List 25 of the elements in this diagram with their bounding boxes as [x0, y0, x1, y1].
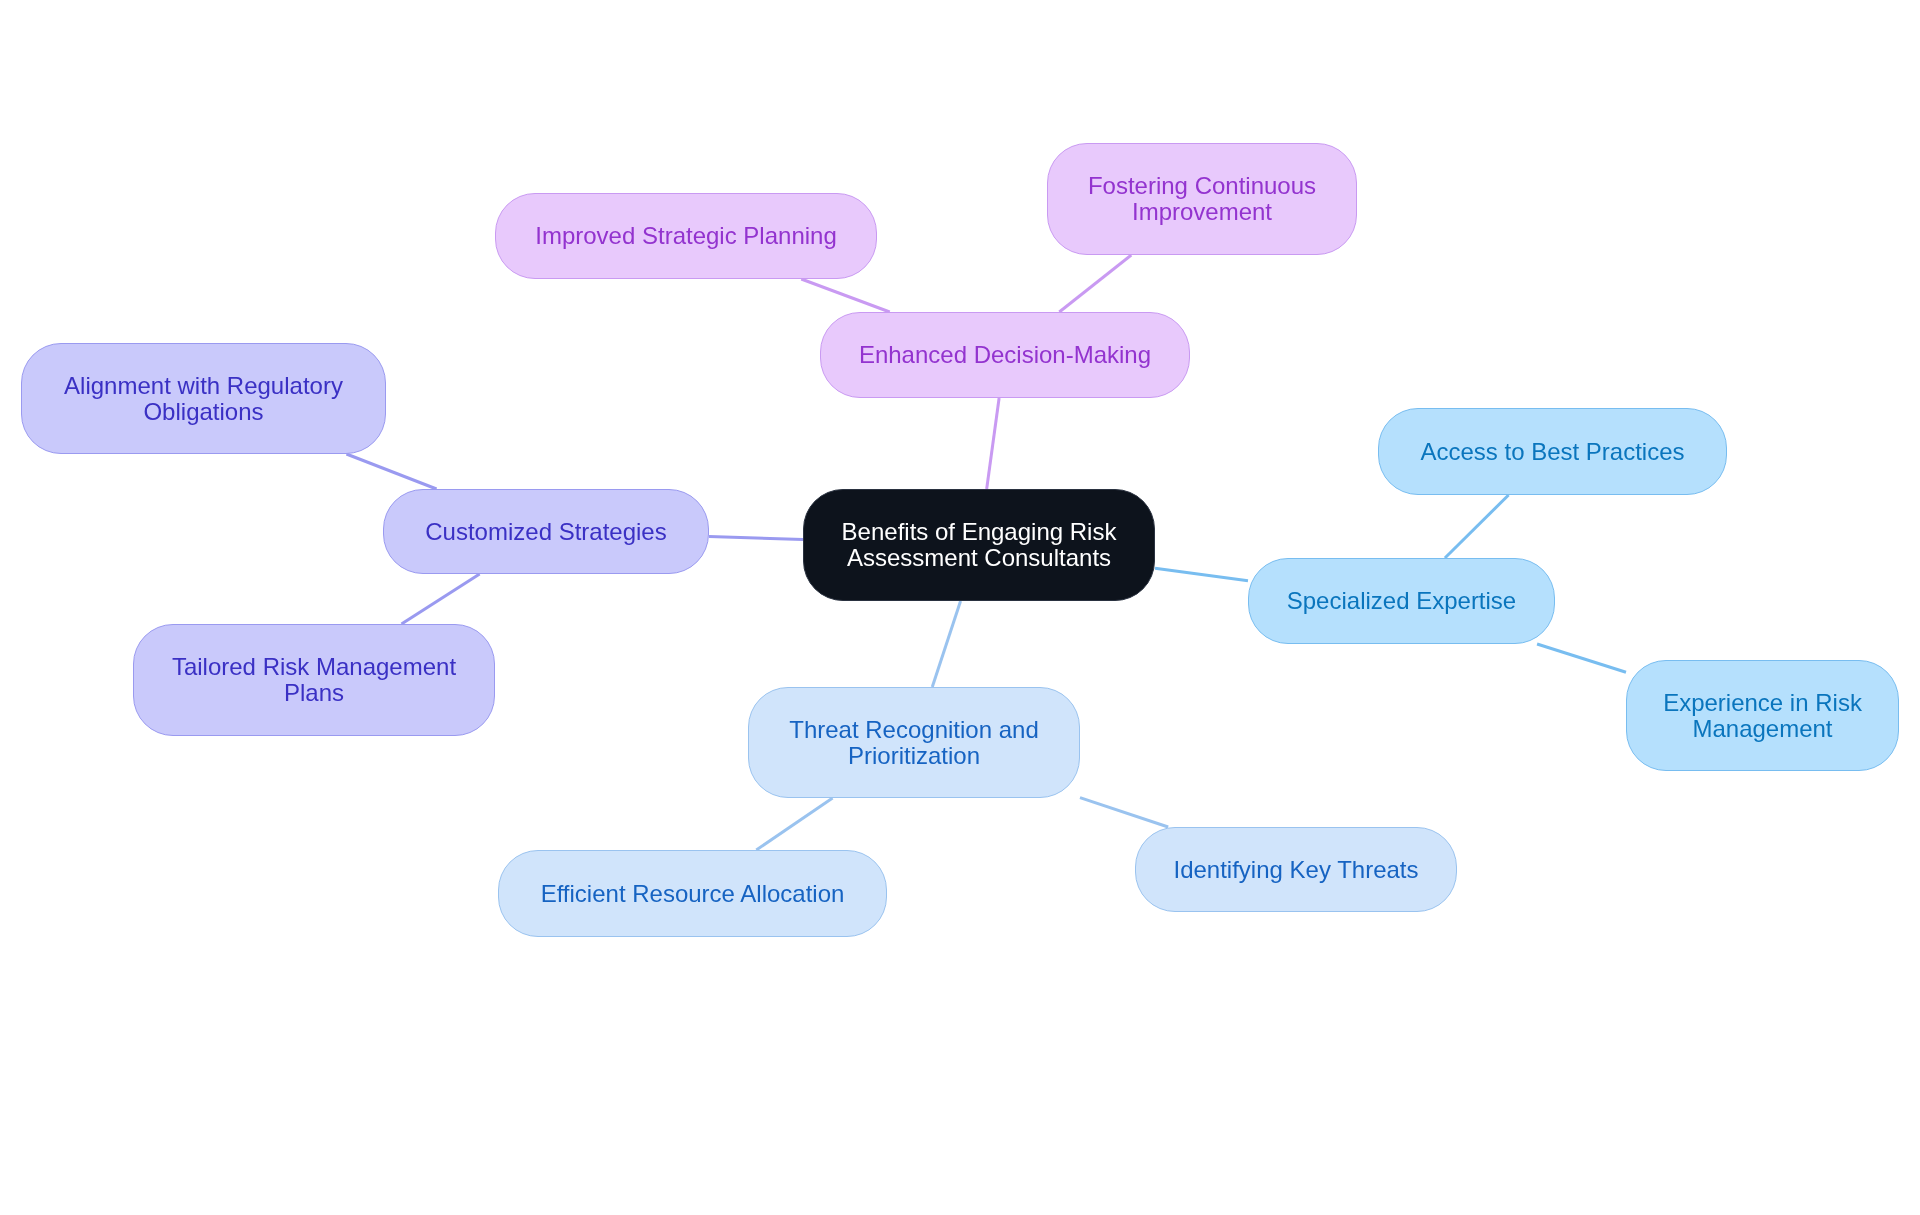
connector-line	[1536, 642, 1627, 674]
topic-box: Alignment with Regulatory Obligations	[21, 343, 386, 454]
topic-box: Threat Recognition and Prioritization	[748, 687, 1080, 798]
connector-line	[1443, 493, 1510, 560]
connector-line	[985, 397, 1001, 490]
topic-box: Efficient Resource Allocation	[498, 850, 887, 937]
connector-line	[1058, 253, 1133, 314]
topic-box: Identifying Key Threats	[1135, 827, 1457, 912]
topic-box: Fostering Continuous Improvement	[1047, 143, 1357, 255]
topic-box: Specialized Expertise	[1248, 558, 1555, 644]
topic-box: Customized Strategies	[383, 489, 709, 574]
connector-line	[345, 452, 438, 491]
connector-line	[930, 600, 962, 688]
connector-line	[755, 796, 834, 852]
topic-box: Tailored Risk Management Plans	[133, 624, 495, 736]
topic-box: Improved Strategic Planning	[495, 193, 877, 279]
connector-line	[1154, 566, 1249, 583]
topic-box: Enhanced Decision-Making	[820, 312, 1190, 398]
topic-box: Access to Best Practices	[1378, 408, 1727, 495]
central-topic-box: Benefits of Engaging Risk Assessment Consultants	[803, 489, 1155, 601]
connector-line	[800, 277, 891, 314]
connector-line	[400, 572, 481, 626]
topic-box: Experience in Risk Management	[1626, 660, 1899, 771]
connector-line	[708, 535, 804, 541]
connector-line	[1079, 796, 1169, 829]
